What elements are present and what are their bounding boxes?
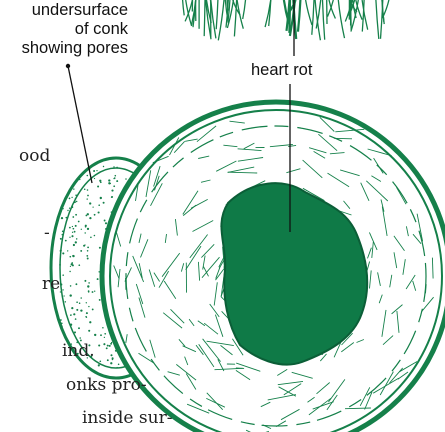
conk-label: undersurface of conk showing pores [0,1,128,58]
heart-rot-label: heart rot [251,61,312,80]
body-text-line-1: ood [19,146,50,166]
conk-leader-line [68,66,92,183]
conk-leader-dot [66,64,70,68]
conk-label-line-1: undersurface [0,1,128,20]
conk-label-line-3: showing pores [0,39,128,58]
grass-tufts [183,0,389,40]
body-text-line-3: re [42,274,60,294]
conk-label-line-2: of conk [0,20,128,39]
body-text-line-5: onks pro- [66,375,147,395]
body-text-line-2: - [44,223,50,243]
body-text-line-6: inside sur- [82,408,172,428]
body-text-line-4: ind. [62,341,95,361]
